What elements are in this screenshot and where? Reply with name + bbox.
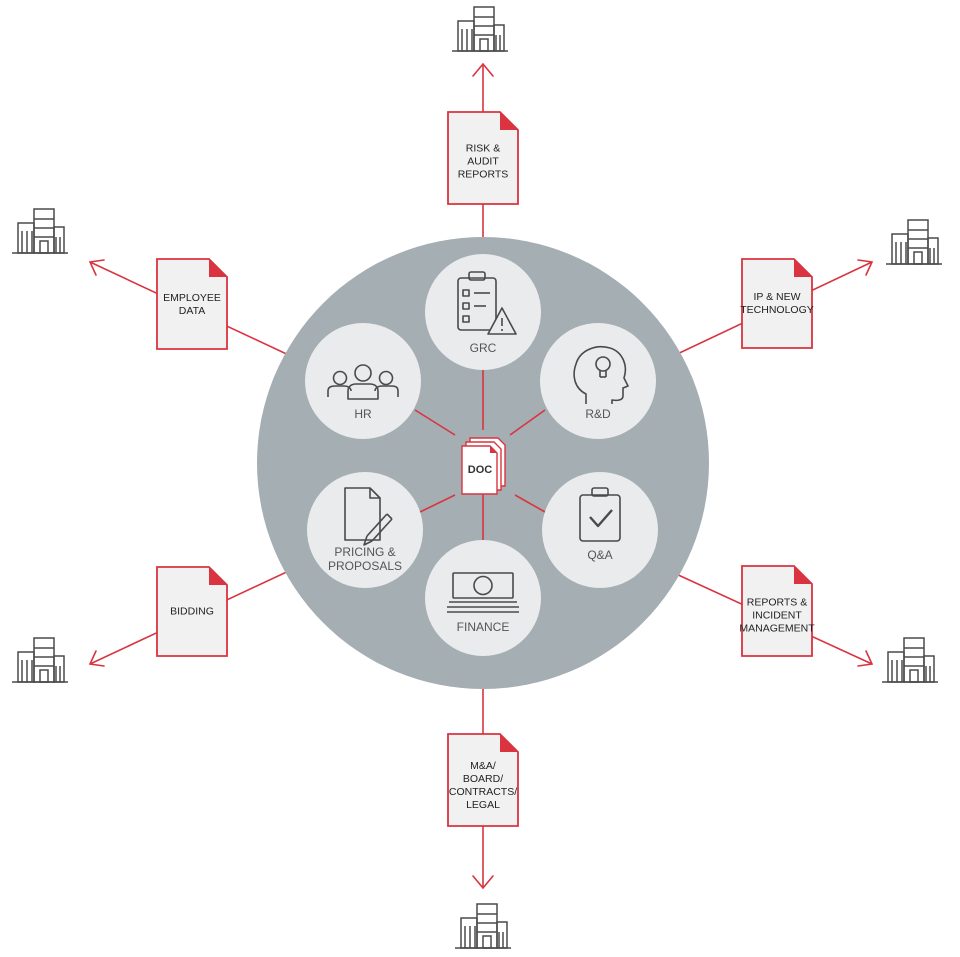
office-building-icon [882,637,938,683]
arrow-top-right [857,259,874,276]
department-pricing [307,472,423,588]
department-finance [425,540,541,656]
head-lightbulb-icon [573,346,629,404]
department-label-rnd: R&D [585,407,611,421]
arrow-bottom-left [88,650,105,667]
office-building-icon [452,6,508,52]
document-label-ma: M&A/ BOARD/ CONTRACTS/ LEGAL [448,759,518,812]
department-label-hr: HR [354,407,372,421]
building-bottom-right [882,637,938,683]
document-label-ip: IP & NEW TECHNOLOGY [740,290,814,316]
inner-spokes [414,370,546,555]
office-building-icon [12,637,68,683]
banknote-icon [447,572,519,613]
department-grc [425,254,541,370]
clipboard-check-icon [579,487,621,542]
department-label-grc: GRC [469,341,497,355]
department-label-pricing: PRICING & PROPOSALS [327,545,403,573]
central-doc-icon [461,437,506,495]
arrow-bottom [472,875,494,890]
building-top-left [12,208,68,254]
arrow-top [472,62,494,77]
building-top-right [886,219,942,265]
department-label-finance: FINANCE [456,620,510,634]
office-building-icon [455,903,511,949]
doc-card-bidding [156,566,228,657]
clipboard-warning-icon [457,271,517,335]
arrow-top-left [88,259,105,276]
doc-card-employee [156,258,228,350]
document-dollar-pen-icon [344,487,393,546]
doc-card-risk [447,111,519,205]
department-rnd [540,323,656,439]
department-qa [542,472,658,588]
office-building-icon [886,219,942,265]
building-bottom [455,903,511,949]
building-bottom-left [12,637,68,683]
doc-card-ma [447,733,519,827]
document-label-employee: EMPLOYEE DATA [163,291,221,317]
arrowheads [88,62,874,890]
arrow-bottom-right [857,650,874,667]
doc-card-reports [741,565,813,657]
document-label-reports: REPORTS & INCIDENT MANAGEMENT [739,596,815,635]
department-label-qa: Q&A [587,548,613,562]
people-group-icon [327,364,399,400]
department-hr [305,323,421,439]
office-building-icon [12,208,68,254]
building-top [452,6,508,52]
doc-card-ip [741,258,813,349]
center-doc-label: DOC [467,464,493,476]
document-label-bidding: BIDDING [170,605,214,618]
document-label-risk: RISK & AUDIT REPORTS [457,142,509,181]
